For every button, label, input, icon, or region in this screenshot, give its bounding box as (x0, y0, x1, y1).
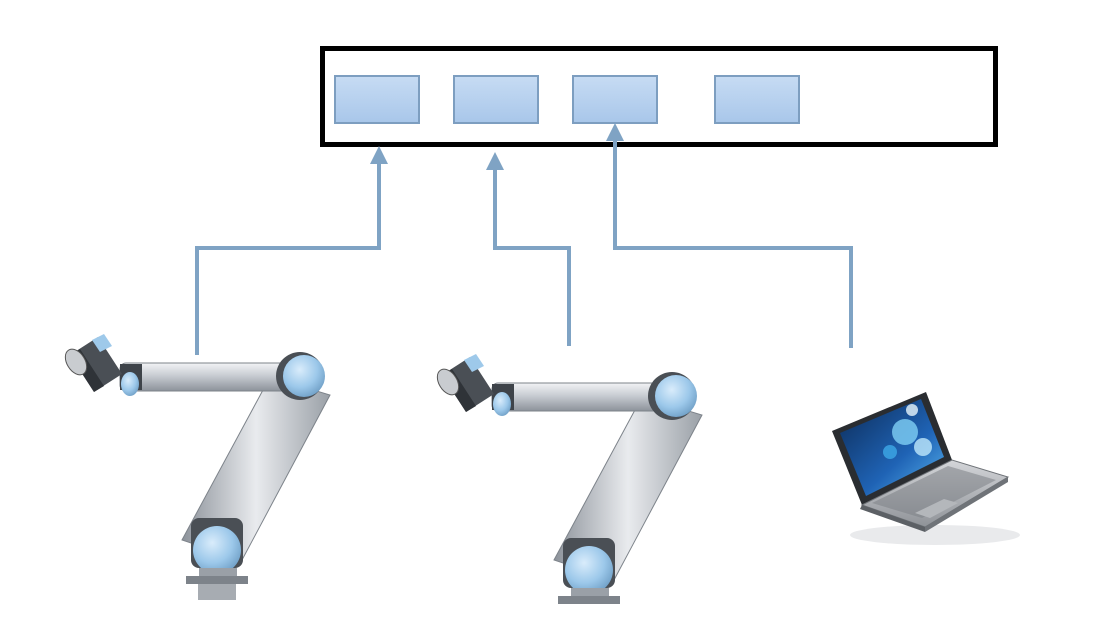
rack-slot-2 (453, 75, 539, 124)
robot-arm-icon (436, 354, 703, 604)
arrow-up-icon (370, 146, 388, 164)
arrow-up-icon (486, 152, 504, 170)
arrow-up-icon (606, 123, 624, 141)
connector-robot-2 (493, 170, 571, 346)
rack-slot-1 (334, 75, 420, 124)
rack-slot-4 (714, 75, 800, 124)
connector-laptop (613, 140, 853, 348)
connector-robot-1 (195, 163, 381, 355)
laptop-icon (832, 392, 1020, 545)
controller-rack (320, 46, 998, 147)
rack-slot-3 (572, 75, 658, 124)
robot-arm-icon (64, 334, 331, 600)
connector-lines (195, 140, 853, 355)
connector-arrowheads (370, 123, 624, 170)
